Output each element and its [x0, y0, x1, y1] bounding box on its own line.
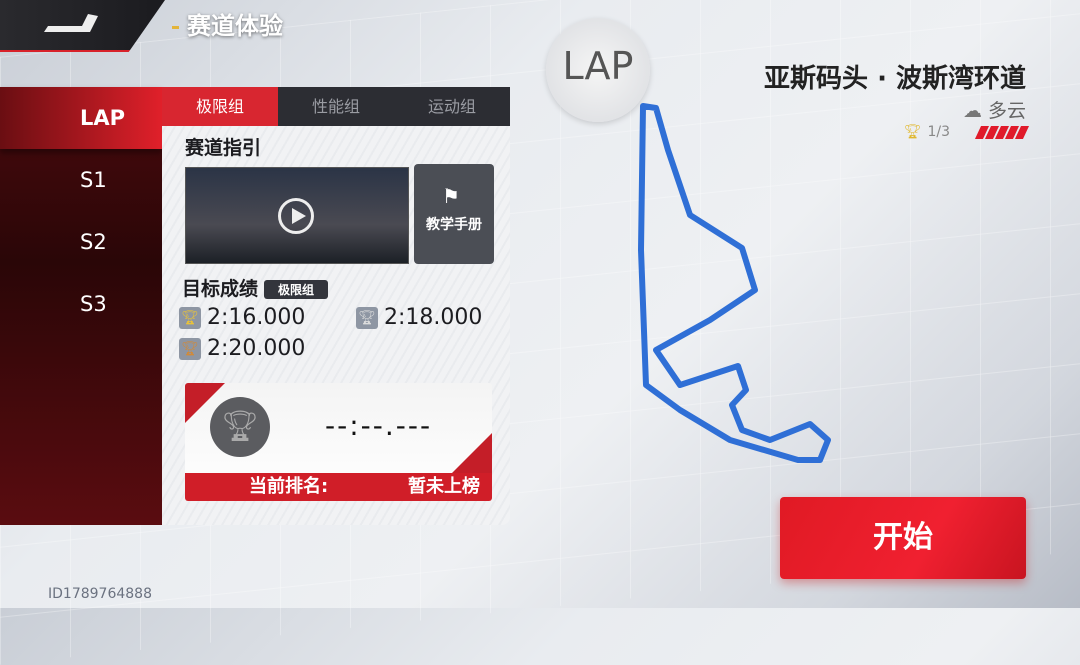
best-lap-time: --:--.--- [325, 409, 433, 442]
sidebar: LAP S1 S2 S3 [0, 87, 162, 525]
user-id: ID1789764888 [48, 586, 152, 602]
page-title: 赛道体验 [172, 6, 283, 41]
tab-extreme[interactable]: 极限组 [162, 87, 278, 126]
gold-target: 🏆︎ 2:16.000 [179, 305, 305, 330]
sidebar-item-lap[interactable]: LAP [0, 87, 162, 149]
guide-video[interactable] [185, 167, 409, 264]
checkered-flag-icon: ⚑ [442, 184, 460, 208]
sidebar-item-s2[interactable]: S2 [80, 230, 107, 254]
info-panel: 极限组 性能组 运动组 赛道指引 ⚑教学手册 目标成绩极限组 🏆︎2:16.00… [162, 87, 510, 525]
start-button[interactable]: 开始 [780, 497, 1026, 579]
rank-card: 🏆︎ --:--.--- 当前排名: 暂未上榜 [185, 383, 492, 501]
track-progress: 🏆︎ 1/3 [903, 124, 1030, 140]
track-name: 亚斯码头 · 波斯湾环道 [764, 64, 1026, 94]
bronze-target: 🏆︎ 2:20.000 [179, 336, 305, 361]
sidebar-item-s1[interactable]: S1 [80, 168, 107, 192]
silver-trophy-icon: 🏆︎ [356, 306, 378, 329]
silver-time: 2:18.000 [384, 305, 483, 330]
bronze-time: 2:20.000 [207, 336, 306, 361]
play-icon[interactable] [278, 198, 314, 234]
targets-title-text: 目标成绩 [182, 278, 259, 300]
tab-performance[interactable]: 性能组 [311, 97, 360, 116]
guide-title: 赛道指引 [185, 137, 262, 159]
track-map [638, 103, 831, 463]
page-title-text: 赛道体验 [187, 12, 283, 40]
gold-time: 2:16.000 [207, 305, 306, 330]
back-button[interactable] [0, 0, 165, 52]
rank-bar: 当前排名: 暂未上榜 [185, 473, 492, 501]
rank-value: 暂未上榜 [408, 476, 480, 497]
gold-trophy-icon: 🏆︎ [179, 306, 201, 329]
trophy-small-icon: 🏆︎ [903, 124, 922, 140]
group-tabs: 极限组 性能组 运动组 [162, 87, 510, 126]
trophy-icon: 🏆︎ [210, 397, 270, 457]
back-arrow-icon [44, 14, 98, 32]
targets-title: 目标成绩极限组 [182, 274, 329, 301]
lap-badge: LAP [546, 18, 650, 122]
weather-text: 多云 [987, 100, 1026, 122]
manual-label: 教学手册 [426, 217, 482, 233]
sidebar-item-s3[interactable]: S3 [80, 292, 107, 316]
difficulty-stripes [974, 125, 1030, 139]
group-badge: 极限组 [264, 280, 329, 299]
weather: ☁ 多云 [963, 96, 1026, 123]
progress-text: 1/3 [927, 124, 950, 140]
silver-target: 🏆︎ 2:18.000 [356, 305, 482, 330]
cloud-icon: ☁ [962, 100, 982, 122]
tab-sport[interactable]: 运动组 [427, 97, 476, 116]
track-outline [638, 103, 831, 463]
manual-button[interactable]: ⚑ 教学手册 [414, 164, 494, 264]
bronze-trophy-icon: 🏆︎ [179, 337, 201, 360]
rank-label: 当前排名: [249, 476, 329, 497]
